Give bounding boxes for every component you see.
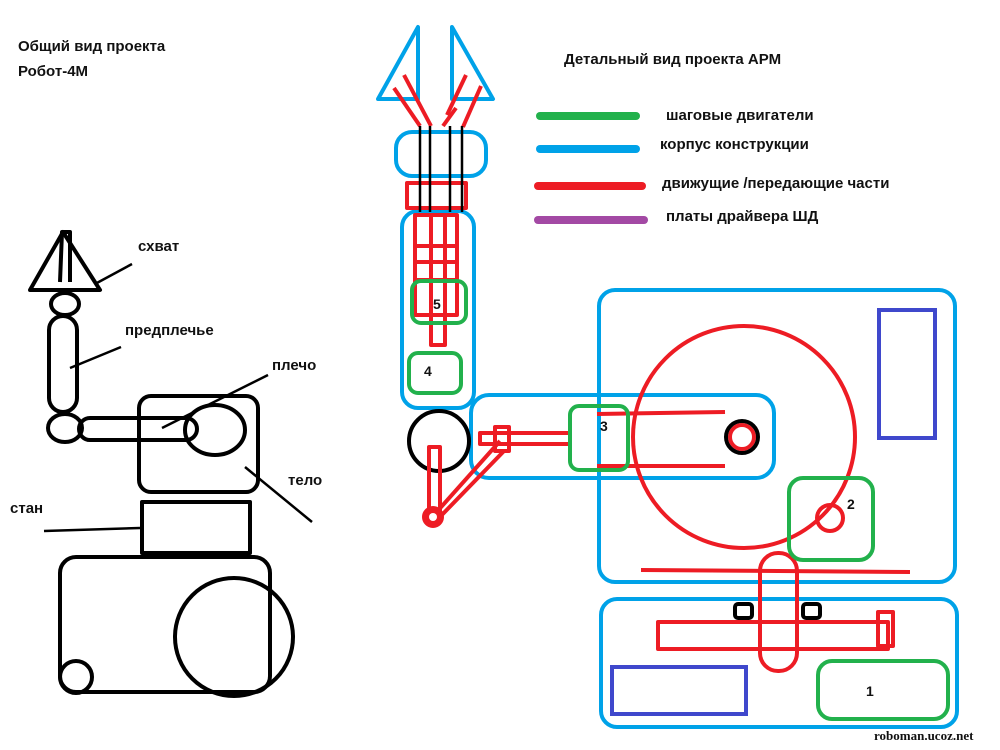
overview-forearm (47, 314, 79, 414)
overview-large-wheel (173, 576, 295, 698)
motor-number-3: 3 (600, 418, 608, 434)
legend-label-frame: корпус конструкции (660, 136, 809, 153)
detail-moving-parts (392, 74, 911, 673)
stepper-motor-3 (568, 404, 630, 472)
label-forearm: предплечье (125, 322, 214, 339)
detail-base-fasteners (733, 602, 822, 620)
legend-label-stepper: шаговые двигатели (666, 107, 814, 124)
watermark: roboman.ucoz.net (874, 728, 974, 743)
detail-cables (418, 126, 464, 212)
detail-gripper-left-finger (376, 25, 420, 101)
detail-wrist-housing (394, 130, 488, 178)
detail-frame (376, 25, 959, 729)
detail-driver-boards (610, 308, 937, 716)
motor-number-2: 2 (847, 496, 855, 512)
detail-arm-housing (469, 393, 776, 480)
overview-gripper (28, 230, 102, 292)
overview-elbow-joint (46, 412, 84, 444)
driver-board-upper (877, 308, 937, 440)
overview-body (137, 394, 260, 494)
overview-robot (28, 230, 313, 698)
legend-label-driver: платы драйвера ШД (666, 208, 819, 225)
detail-body-housing (597, 288, 957, 584)
overview-small-wheel (58, 659, 94, 695)
stepper-motor-4 (407, 351, 463, 395)
detail-base-housing (599, 597, 959, 729)
overview-leader-lines (43, 262, 313, 533)
label-gripper: схват (138, 238, 180, 255)
detail-title: Детальный вид проекта АРМ (564, 51, 782, 68)
stepper-motor-2 (787, 476, 875, 562)
motor-number-5: 5 (433, 296, 441, 312)
legend-label-moving: движущие /передающие части (662, 175, 890, 192)
detail-gripper-right-finger (450, 25, 495, 101)
overview-shoulder-joint (183, 403, 247, 457)
label-body: тело (288, 472, 323, 489)
label-base: стан (10, 500, 44, 517)
detail-forearm-housing (400, 209, 476, 410)
legend-swatches (534, 112, 648, 224)
overview-wrist-joint (49, 291, 81, 317)
motor-number-4: 4 (424, 363, 432, 379)
overview-title-line1: Общий вид проекта (18, 38, 166, 55)
stepper-motor-1 (816, 659, 950, 721)
overview-chassis (58, 555, 272, 694)
detail-main-axle (724, 419, 760, 455)
stepper-motor-5 (410, 279, 468, 325)
overview-title-line2: Робот-4М (18, 63, 89, 80)
driver-board-lower (610, 665, 748, 716)
overview-base-block (140, 500, 252, 555)
detail-stepper-motors (407, 279, 950, 721)
motor-number-1: 1 (866, 683, 874, 699)
label-shoulder: плечо (272, 357, 317, 374)
